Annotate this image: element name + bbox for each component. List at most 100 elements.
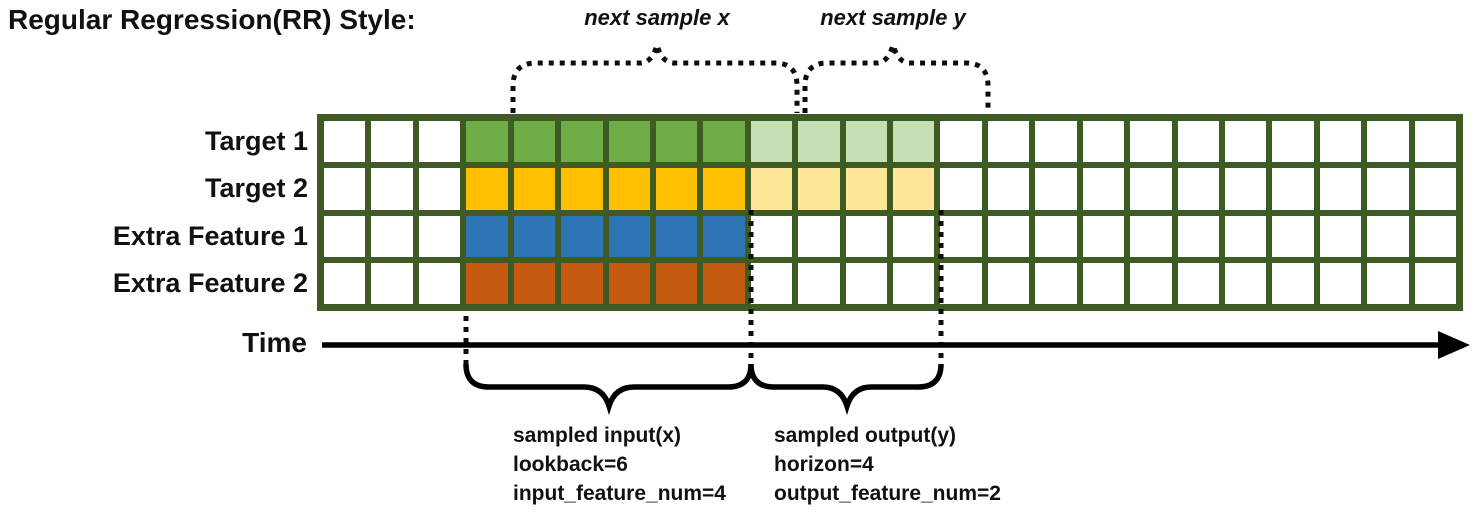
grid-cell	[1367, 262, 1409, 304]
grid-cell	[750, 215, 793, 257]
grid-cell	[418, 168, 461, 210]
grid-cell	[1319, 168, 1362, 210]
grid-row-target-2	[324, 168, 1456, 210]
grid-cell	[750, 262, 793, 304]
grid-cell	[1130, 168, 1172, 210]
next-sample-x-brace	[510, 35, 800, 113]
grid-cell	[466, 215, 508, 257]
row-labels: Target 1 Target 2 Extra Feature 1 Extra …	[0, 114, 308, 311]
grid-cell	[940, 262, 982, 304]
grid-cell	[371, 121, 413, 163]
sampled-input-line-2: lookback=6	[513, 453, 628, 476]
grid-cell	[1319, 121, 1362, 163]
grid-cell	[703, 215, 745, 257]
grid-cell	[987, 168, 1030, 210]
grid-cell	[1367, 121, 1409, 163]
grid-cell	[1035, 168, 1077, 210]
grid-cell	[893, 168, 935, 210]
grid-cell	[513, 121, 556, 163]
grid-cell	[1272, 262, 1314, 304]
sampled-output-brace	[748, 363, 944, 416]
grid-cell	[1367, 215, 1409, 257]
grid-cell	[655, 262, 698, 304]
grid-cell	[1224, 262, 1267, 304]
time-axis-arrow	[322, 331, 1470, 359]
grid-cell	[1177, 168, 1219, 210]
grid-cell	[324, 121, 366, 163]
sample-grid	[317, 114, 1463, 311]
grid-cell	[324, 262, 366, 304]
grid-cell	[324, 168, 366, 210]
grid-cell	[940, 215, 982, 257]
grid-cell	[466, 262, 508, 304]
grid-cell	[418, 262, 461, 304]
grid-cell	[1224, 215, 1267, 257]
grid-cell	[1130, 262, 1172, 304]
next-sample-y-label: next sample y	[820, 5, 966, 30]
grid-cell	[1272, 215, 1314, 257]
grid-cell	[561, 262, 603, 304]
grid-cell	[1082, 168, 1125, 210]
grid-cell	[987, 262, 1030, 304]
next-sample-y-brace	[802, 35, 991, 113]
grid-cell	[466, 168, 508, 210]
grid-cell	[608, 262, 650, 304]
grid-cell	[1224, 121, 1267, 163]
sampled-output-annotation: sampled output(y) horizon=4 output_featu…	[774, 421, 1001, 508]
grid-cell	[418, 215, 461, 257]
grid-cell	[608, 215, 650, 257]
grid-cell	[893, 121, 935, 163]
grid-cell	[561, 121, 603, 163]
row-label-target-2: Target 2	[204, 173, 308, 204]
grid-cell	[1082, 262, 1125, 304]
grid-cell	[750, 121, 793, 163]
grid-cell	[987, 121, 1030, 163]
sampled-input-line-3: input_feature_num=4	[513, 482, 726, 505]
grid-cell	[513, 262, 556, 304]
grid-cell	[845, 215, 887, 257]
grid-cell	[513, 168, 556, 210]
diagram-title: Regular Regression(RR) Style:	[8, 4, 416, 35]
grid-cell	[1130, 215, 1172, 257]
grid-cell	[1082, 215, 1125, 257]
grid-cell	[608, 168, 650, 210]
grid-cell	[845, 168, 887, 210]
grid-cell	[940, 121, 982, 163]
grid-cell	[655, 215, 698, 257]
grid-row-extra-feature-2	[324, 262, 1456, 304]
sampled-output-line-1: sampled output(y)	[774, 424, 956, 447]
grid-cell	[703, 262, 745, 304]
grid-cell	[703, 168, 745, 210]
grid-cell	[655, 168, 698, 210]
grid-cell	[1130, 121, 1172, 163]
grid-cell	[1035, 215, 1077, 257]
grid-cell	[1319, 215, 1362, 257]
grid-cell	[1367, 168, 1409, 210]
grid-cell	[845, 121, 887, 163]
sampled-input-brace	[463, 363, 754, 416]
grid-cell	[608, 121, 650, 163]
grid-cell	[893, 215, 935, 257]
grid-cell	[703, 121, 745, 163]
sampled-output-line-3: output_feature_num=2	[774, 482, 1001, 505]
grid-cell	[513, 215, 556, 257]
grid-cell	[371, 262, 413, 304]
grid-cell	[798, 262, 840, 304]
grid-cell	[561, 168, 603, 210]
grid-cell	[1177, 121, 1219, 163]
grid-cell	[1272, 121, 1314, 163]
grid-cell	[1319, 262, 1362, 304]
grid-cell	[1414, 215, 1456, 257]
grid-cell	[561, 215, 603, 257]
grid-cell	[1177, 262, 1219, 304]
grid-cell	[750, 168, 793, 210]
grid-cell	[1177, 215, 1219, 257]
grid-cell	[798, 121, 840, 163]
sampled-input-line-1: sampled input(x)	[513, 424, 682, 447]
grid-cell	[466, 121, 508, 163]
grid-cell	[1272, 168, 1314, 210]
row-label-target-1: Target 1	[204, 126, 308, 157]
grid-row-extra-feature-1	[324, 215, 1456, 257]
time-axis-label: Time	[242, 327, 307, 358]
